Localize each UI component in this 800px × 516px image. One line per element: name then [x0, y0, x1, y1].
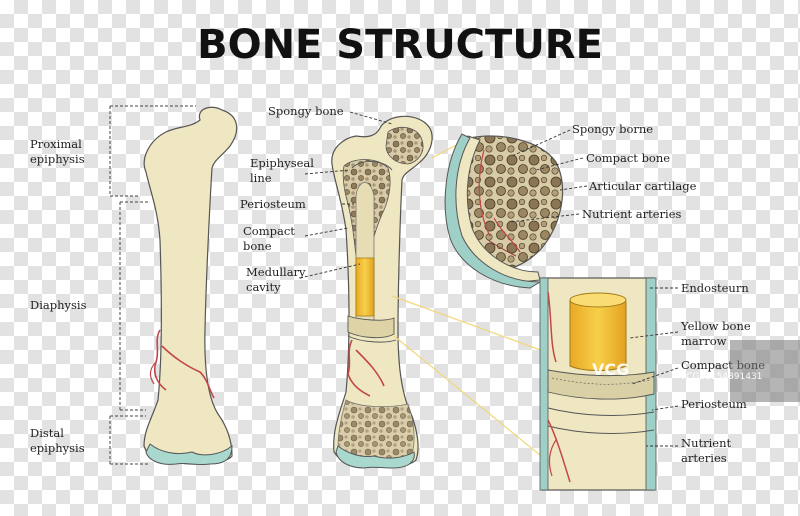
label-spongy-bone: Spongy bone — [268, 104, 344, 118]
label-line: epiphysis — [30, 441, 85, 455]
label-compact-bone: Compact bone — [243, 224, 295, 254]
label-medullary-cavity: Medullary cavity — [246, 265, 306, 295]
label-line: arteries — [681, 451, 727, 465]
label-distal-epiphysis: Distal epiphysis — [30, 426, 85, 456]
label-line: Yellow bone — [681, 319, 751, 333]
label-proximal-epiphysis: Proximal epiphysis — [30, 137, 85, 167]
label-line: epiphysis — [30, 152, 85, 166]
label-endosteum: Endosteurn — [681, 281, 749, 295]
whole-femur — [143, 106, 238, 466]
label-head-compact: Compact bone — [586, 151, 671, 165]
label-periosteum: Periosteum — [240, 197, 306, 211]
label-line: Nutrient — [681, 436, 732, 450]
label-line: Epiphyseal — [250, 156, 314, 170]
label-epiphyseal-line: Epiphyseal line — [250, 156, 314, 186]
label-line: marrow — [681, 334, 727, 348]
watermark-id: VCG21154891431 — [680, 372, 763, 382]
label-diaphysis: Diaphysis — [30, 298, 87, 312]
leader-lines — [299, 111, 679, 447]
region-brackets — [109, 105, 196, 465]
label-shaft-arteries: Nutrient arteries — [681, 436, 731, 466]
label-head-spongy: Spongy borne — [572, 122, 654, 136]
head-detail — [444, 133, 564, 289]
label-line: Medullary — [246, 265, 306, 279]
label-line: line — [250, 171, 272, 185]
shaft-detail — [539, 277, 657, 491]
label-line: cavity — [246, 280, 281, 294]
label-yellow-marrow: Yellow bone marrow — [681, 319, 751, 349]
diagram-title: BONE STRUCTURE — [197, 22, 603, 68]
label-line: Compact — [243, 224, 295, 238]
watermark-box — [730, 340, 800, 402]
sectioned-femur — [331, 115, 433, 469]
label-head-arteries: Nutrient arteries — [582, 207, 682, 221]
label-line: bone — [243, 239, 272, 253]
label-line: Distal — [30, 426, 64, 440]
label-articular-cartilage: Articular cartilage — [589, 179, 697, 193]
watermark-logo: VCG — [592, 360, 630, 379]
label-line: Proximal — [30, 137, 82, 151]
